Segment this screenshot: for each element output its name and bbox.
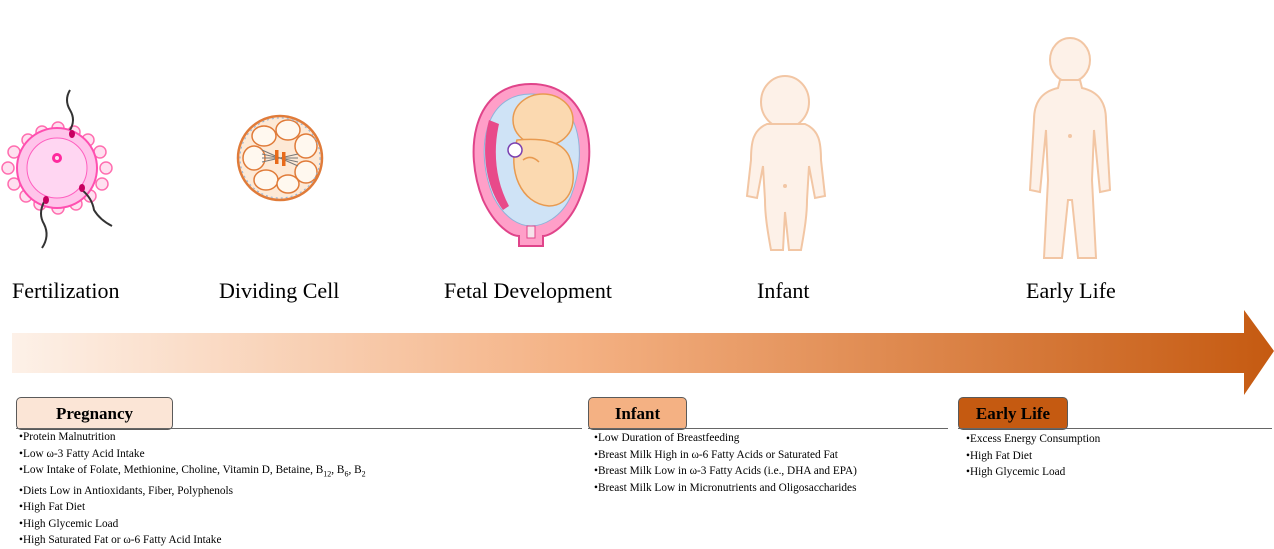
list-item: •Breast Milk High in ω-6 Fatty Acids or …: [594, 447, 857, 464]
pregnancy-factor-list: •Protein Malnutrition •Low ω-3 Fatty Aci…: [19, 429, 366, 549]
stage-label-fetal-development: Fetal Development: [444, 278, 612, 304]
stage-label-fertilization: Fertilization: [12, 278, 120, 304]
list-item: •Low Intake of Folate, Methionine, Choli…: [19, 462, 366, 483]
early-life-factor-list: •Excess Energy Consumption •High Fat Die…: [966, 431, 1100, 481]
fertilization-icon: [0, 0, 182, 270]
list-item: •Diets Low in Antioxidants, Fiber, Polyp…: [19, 483, 366, 500]
list-item: •Protein Malnutrition: [19, 429, 366, 446]
list-item: •Excess Energy Consumption: [966, 431, 1100, 448]
list-item: •High Fat Diet: [966, 448, 1100, 465]
list-item: •Low ω-3 Fatty Acid Intake: [19, 446, 366, 463]
dividing-cell-stage: [162, 0, 402, 270]
list-item: •High Fat Diet: [19, 499, 366, 516]
infant-factor-list: •Low Duration of Breastfeeding •Breast M…: [594, 430, 857, 496]
list-item: •High Glycemic Load: [19, 516, 366, 533]
list-item: •Breast Milk Low in Micronutrients and O…: [594, 480, 857, 497]
infant-title: Infant: [588, 397, 687, 430]
stage-label-early-life: Early Life: [1026, 278, 1116, 304]
infant-divider: [588, 428, 948, 429]
list-item: •Low Duration of Breastfeeding: [594, 430, 857, 447]
list-item: •Breast Milk Low in ω-3 Fatty Acids (i.e…: [594, 463, 857, 480]
pregnancy-title: Pregnancy: [16, 397, 173, 430]
fertilization-stage: [0, 0, 182, 270]
fetal-development-stage: [411, 0, 651, 270]
list-item: •High Glycemic Load: [966, 464, 1100, 481]
stage-label-infant: Infant: [757, 278, 810, 304]
fetal-development-icon: [411, 0, 651, 270]
stage-label-dividing-cell: Dividing Cell: [219, 278, 339, 304]
early-life-divider: [958, 428, 1272, 429]
dividing-cell-icon: [162, 0, 402, 270]
infant-stage: [667, 0, 907, 270]
early-life-icon: [952, 0, 1192, 270]
timeline-arrow: [0, 305, 1274, 399]
early-life-title: Early Life: [958, 397, 1068, 430]
early-life-stage: [952, 0, 1192, 270]
infant-icon: [667, 0, 907, 270]
